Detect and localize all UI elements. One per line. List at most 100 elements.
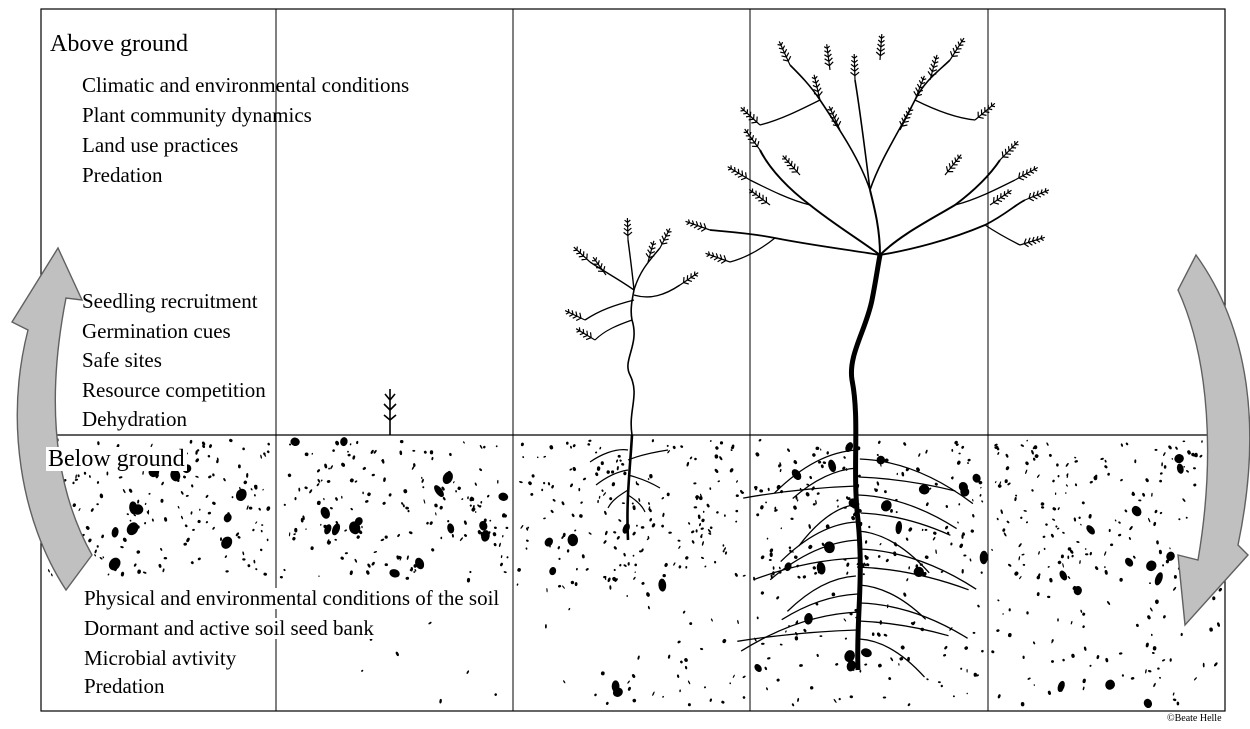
soil-particle: [1199, 454, 1203, 458]
soil-particle: [192, 529, 195, 532]
soil-particle: [260, 530, 263, 533]
soil-particle: [412, 450, 415, 452]
soil-particle: [1177, 702, 1180, 706]
soil-particle: [367, 563, 372, 568]
soil-particle: [700, 648, 704, 651]
soil-particle: [879, 543, 882, 546]
soil-particle: [119, 476, 123, 479]
soil-particle: [1180, 633, 1183, 636]
soil-particle: [627, 595, 628, 597]
soil-particle: [997, 452, 1000, 456]
soil-particle: [1031, 450, 1035, 455]
soil-particle: [442, 497, 446, 501]
soil-particle: [1153, 646, 1157, 651]
soil-particle: [679, 689, 681, 692]
soil-particle: [1022, 564, 1025, 566]
soil-particle: [211, 501, 216, 506]
soil-particle: [1004, 479, 1007, 483]
soil-particle: [1160, 472, 1163, 475]
soil-particle: [570, 446, 572, 449]
soil-particle: [1026, 521, 1029, 524]
soil-particle: [1149, 582, 1151, 584]
soil-particle: [1047, 566, 1050, 568]
soil-particle: [613, 546, 617, 551]
soil-particle: [334, 539, 337, 541]
soil-particle: [541, 489, 543, 492]
soil-particle: [479, 468, 483, 472]
soil-particle: [627, 686, 631, 691]
soil-particle: [199, 509, 201, 511]
soil-particle: [685, 566, 687, 569]
soil-particle: [212, 473, 215, 476]
soil-particle: [253, 560, 255, 564]
soil-particle: [699, 496, 703, 500]
soil-particle: [619, 459, 622, 462]
soil-particle: [181, 515, 184, 519]
soil-particle: [1129, 526, 1134, 531]
soil-particle: [133, 563, 137, 567]
soil-particle: [730, 449, 733, 451]
soil-particle: [770, 552, 773, 557]
soil-particle: [478, 520, 489, 532]
soil-particle: [729, 682, 731, 684]
soil-particle: [1154, 449, 1157, 451]
soil-particle: [1089, 664, 1092, 667]
soil-particle: [609, 585, 611, 590]
soil-particle: [1052, 518, 1056, 521]
soil-particle: [567, 533, 578, 546]
soil-particle: [680, 660, 684, 664]
soil-particle: [686, 462, 689, 467]
soil-particle: [1186, 450, 1191, 456]
soil-particle: [1123, 556, 1135, 568]
soil-particle: [722, 544, 724, 547]
soil-particle: [298, 488, 300, 492]
soil-particle: [467, 578, 471, 583]
soil-particle: [977, 604, 981, 608]
soil-particle: [1071, 653, 1075, 658]
soil-particle: [1033, 457, 1036, 461]
soil-particle: [354, 480, 357, 483]
soil-particle: [1110, 543, 1114, 546]
soil-particle: [323, 498, 325, 501]
soil-particle: [405, 506, 409, 510]
soil-particle: [294, 528, 297, 533]
soil-particle: [1163, 452, 1166, 457]
soil-particle: [958, 453, 960, 455]
soil-particle: [878, 555, 881, 558]
soil-particle: [381, 459, 384, 464]
soil-particle: [413, 556, 425, 570]
soil-particle: [558, 558, 560, 560]
soil-particle: [439, 699, 442, 704]
soil-particle: [1065, 492, 1067, 494]
soil-particle: [262, 489, 264, 491]
seedling-icon: [384, 389, 396, 435]
soil-particle: [160, 548, 163, 552]
soil-particle: [1014, 571, 1020, 577]
soil-particle: [305, 528, 306, 530]
leaf-frond: [680, 272, 698, 286]
soil-particle: [1051, 660, 1054, 663]
soil-particle: [382, 501, 386, 505]
soil-particle: [1148, 518, 1151, 523]
soil-particle: [714, 561, 717, 564]
soil-particle: [431, 457, 434, 461]
soil-particle: [924, 555, 929, 560]
soil-particle: [1088, 514, 1092, 519]
root: [859, 477, 956, 491]
soil-particle: [876, 454, 879, 457]
soil-particle: [388, 493, 392, 497]
soil-particle: [631, 502, 634, 505]
leaf-frond: [914, 76, 926, 100]
soil-particle: [1073, 517, 1076, 522]
soil-particle: [667, 492, 670, 496]
soil-particle: [972, 514, 975, 518]
soil-particle: [1144, 558, 1158, 573]
soil-particle: [813, 503, 816, 506]
soil-particle: [827, 459, 838, 473]
soil-particle: [232, 496, 234, 498]
soil-particle: [868, 525, 871, 528]
soil-particle: [588, 440, 591, 443]
soil-particle: [258, 507, 261, 511]
soil-particle: [632, 505, 636, 510]
soil-particle: [607, 577, 611, 582]
